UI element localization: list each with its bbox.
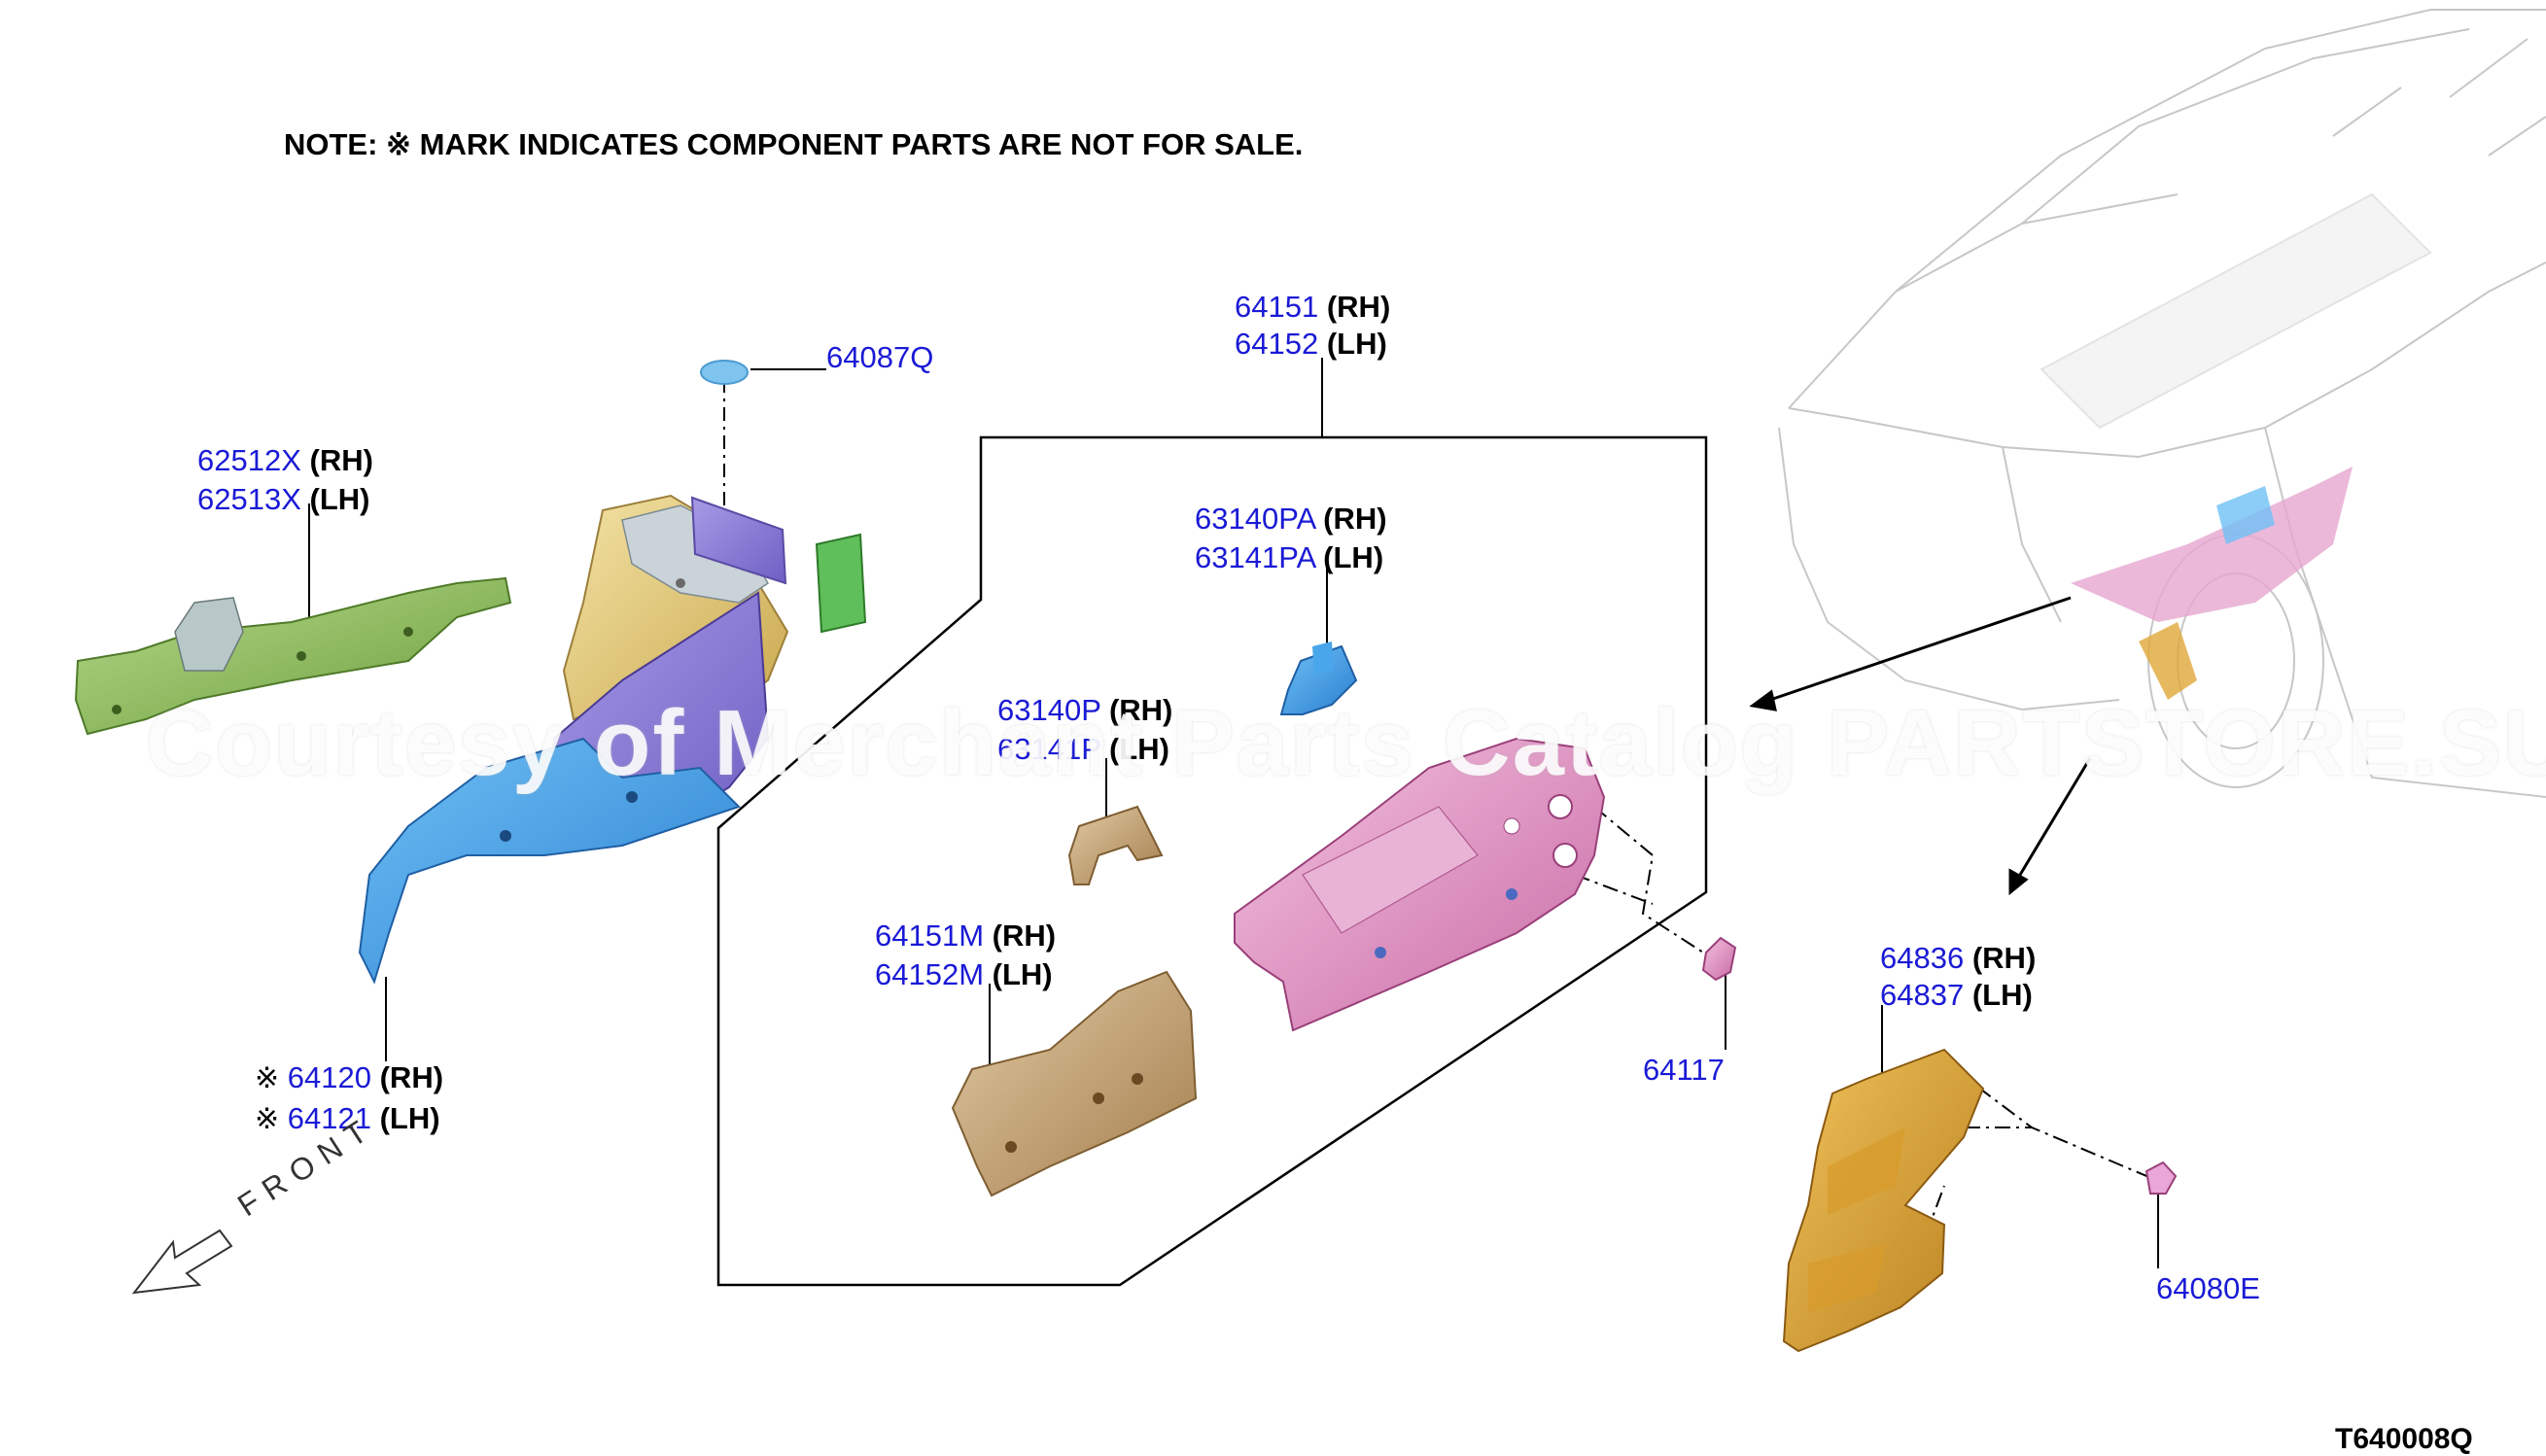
callout-64836: 64836 (RH) — [1880, 943, 2036, 973]
label-63140p[interactable]: 63140P — [997, 693, 1101, 727]
side-rh: (RH) — [309, 443, 373, 477]
side-rh: (RH) — [1326, 290, 1391, 324]
side-rh: (RH) — [379, 1060, 444, 1094]
label-64120[interactable]: 64120 — [287, 1060, 371, 1094]
front-direction-arrow — [131, 1229, 233, 1295]
callout-64121: ※ 64121 (LH) — [255, 1103, 440, 1134]
callout-64837: 64837 (LH) — [1880, 980, 2033, 1010]
callout-64120: ※ 64120 (RH) — [255, 1062, 443, 1093]
label-62513x[interactable]: 62513X — [197, 482, 301, 516]
callout-62512x: 62512X (RH) — [197, 445, 373, 475]
side-lh: (LH) — [309, 482, 370, 516]
callout-64152m: 64152M (LH) — [875, 959, 1053, 989]
callout-63141p: 63141P (LH) — [997, 734, 1169, 764]
side-rh: (RH) — [1323, 502, 1387, 536]
hoodledge-assembly-64120 — [358, 494, 867, 985]
clip-64080e — [2145, 1161, 2178, 1195]
diagram-code: T640008Q — [2335, 1423, 2473, 1455]
cap-64117 — [1701, 936, 1737, 982]
label-64836[interactable]: 64836 — [1880, 941, 1965, 975]
bracket-63140pa — [1279, 641, 1358, 715]
label-64117[interactable]: 64117 — [1643, 1053, 1725, 1087]
side-rh: (RH) — [1108, 693, 1173, 727]
not-for-sale-mark: ※ — [255, 1103, 280, 1135]
note-text: NOTE: ※ MARK INDICATES COMPONENT PARTS A… — [284, 127, 1304, 161]
green-member-62512x — [74, 576, 512, 736]
side-lh: (LH) — [379, 1101, 440, 1135]
callout-63140pa: 63140PA (RH) — [1195, 503, 1387, 534]
label-63140pa[interactable]: 63140PA — [1195, 502, 1315, 536]
callout-64152: 64152 (LH) — [1235, 329, 1387, 359]
label-64087q[interactable]: 64087Q — [826, 340, 934, 374]
label-64151m[interactable]: 64151M — [875, 919, 985, 953]
callout-64151m: 64151M (RH) — [875, 920, 1056, 951]
label-64121[interactable]: 64121 — [287, 1101, 371, 1135]
side-rh: (RH) — [992, 919, 1057, 953]
not-for-sale-mark: ※ — [255, 1062, 280, 1094]
callout-64151: 64151 (RH) — [1235, 292, 1390, 322]
bracket-63140p — [1067, 805, 1164, 885]
side-lh: (LH) — [1108, 732, 1169, 766]
label-63141pa[interactable]: 63141PA — [1195, 540, 1315, 574]
watermark: Courtesy of Merchant Parts Catalog PARTS… — [146, 691, 2546, 795]
label-64837[interactable]: 64837 — [1880, 978, 1965, 1012]
callout-62513x: 62513X (LH) — [197, 484, 370, 514]
side-lh: (LH) — [992, 957, 1053, 991]
label-64152m[interactable]: 64152M — [875, 957, 985, 991]
member-64151 — [1234, 737, 1606, 1032]
side-lh: (LH) — [1971, 978, 2033, 1012]
vehicle-highlight — [2071, 467, 2353, 700]
label-64080e[interactable]: 64080E — [2156, 1271, 2260, 1305]
label-63141p[interactable]: 63141P — [997, 732, 1101, 766]
label-64152[interactable]: 64152 — [1235, 327, 1319, 361]
pointer-arrows — [1749, 596, 2092, 896]
callout-63141pa: 63141PA (LH) — [1195, 542, 1383, 572]
label-64151[interactable]: 64151 — [1235, 290, 1319, 324]
side-lh: (LH) — [1323, 540, 1384, 574]
callout-63140p: 63140P (RH) — [997, 695, 1172, 725]
splash-shield-64836 — [1782, 1048, 1985, 1353]
side-rh: (RH) — [1971, 941, 2037, 975]
reinforcement-64151m — [951, 970, 1198, 1197]
label-62512x[interactable]: 62512X — [197, 443, 301, 477]
leader-lines — [308, 358, 2159, 1268]
assembly-group-outline — [716, 435, 1708, 1287]
grommet-64087q — [700, 360, 749, 385]
side-lh: (LH) — [1326, 327, 1387, 361]
